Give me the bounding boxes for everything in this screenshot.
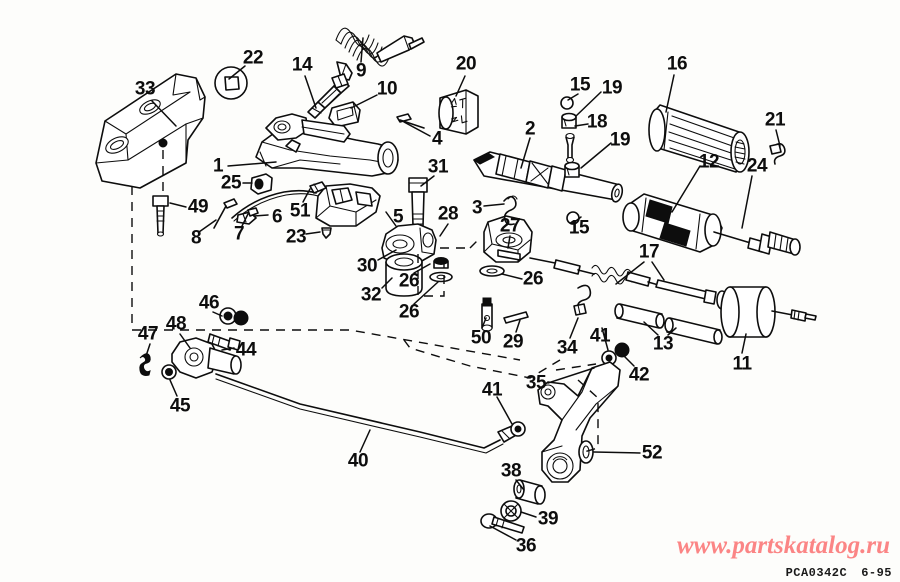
callout-47: 47 <box>137 323 159 345</box>
part-20-knob <box>438 89 479 135</box>
part-41-42-fasteners-right <box>601 342 630 366</box>
figure-code: PCA0342C 6-95 <box>786 566 892 580</box>
part-25-bushing <box>250 173 273 195</box>
part-46-nut <box>219 307 249 326</box>
callout-12: 12 <box>698 151 720 173</box>
callout-20: 20 <box>455 53 477 75</box>
part-51-bracket <box>309 181 381 227</box>
callout-46: 46 <box>198 292 220 314</box>
part-13-tubes <box>614 303 723 345</box>
callout-2: 2 <box>524 118 536 140</box>
callout-26: 26 <box>522 268 544 290</box>
callout-45: 45 <box>169 395 191 417</box>
part-38-bushing <box>513 479 546 505</box>
callout-14: 14 <box>291 54 313 76</box>
part-32-spacer <box>385 253 423 297</box>
callout-40: 40 <box>347 450 369 472</box>
callout-48: 48 <box>165 313 187 335</box>
part-26-washers <box>429 257 505 283</box>
figure-date-value: 6-95 <box>861 566 892 580</box>
callout-11: 11 <box>732 353 752 375</box>
callout-13: 13 <box>652 333 674 355</box>
callout-15: 15 <box>569 74 591 96</box>
callout-26: 26 <box>398 270 420 292</box>
callout-25: 25 <box>220 172 242 194</box>
part-2-throttle-shaft <box>473 151 624 203</box>
part-12-sleeve <box>622 193 723 253</box>
callout-36: 36 <box>515 535 537 557</box>
callout-42: 42 <box>628 364 650 386</box>
reference-lines <box>131 150 599 453</box>
callout-17: 17 <box>638 241 660 263</box>
part-23-screw <box>321 227 332 239</box>
callout-32: 32 <box>360 284 382 306</box>
callout-34: 34 <box>556 337 578 359</box>
callout-44: 44 <box>235 339 257 361</box>
callout-21: 21 <box>764 109 786 131</box>
part-8-pin <box>213 198 238 229</box>
callout-24: 24 <box>746 155 768 177</box>
callout-38: 38 <box>500 460 522 482</box>
callout-10: 10 <box>376 78 398 100</box>
part-16-grip <box>648 104 750 173</box>
part-50-29-pin-key <box>481 297 529 332</box>
part-24-fitting <box>713 231 801 256</box>
part-36-bolt <box>480 513 525 534</box>
part-41-nut-left <box>510 421 526 437</box>
callout-15: 15 <box>568 217 590 239</box>
callout-28: 28 <box>437 203 459 225</box>
part-47-clip <box>139 353 151 376</box>
part-35-bellcrank <box>537 361 621 483</box>
part-48-cable-end <box>171 337 242 379</box>
callout-7: 7 <box>233 223 245 245</box>
callout-35: 35 <box>525 372 547 394</box>
part-11-drum <box>720 286 817 338</box>
callout-5: 5 <box>392 206 404 228</box>
leader-lines <box>145 37 781 541</box>
callout-1: 1 <box>212 155 224 177</box>
callout-39: 39 <box>537 508 559 530</box>
callout-33: 33 <box>134 78 156 100</box>
callout-19: 19 <box>601 77 623 99</box>
callout-27: 27 <box>499 215 521 237</box>
figure-code-value: PCA0342C <box>785 566 848 580</box>
callout-29: 29 <box>502 331 524 353</box>
callout-18: 18 <box>586 111 608 133</box>
callout-52: 52 <box>641 442 663 464</box>
callout-4: 4 <box>431 128 443 150</box>
callout-3: 3 <box>471 197 483 219</box>
part-40-linkage-rod <box>215 373 519 454</box>
part-10-clip <box>328 101 361 128</box>
callout-31: 31 <box>427 156 449 178</box>
callout-9: 9 <box>355 60 367 82</box>
callout-16: 16 <box>666 53 688 75</box>
callout-8: 8 <box>190 227 202 249</box>
part-3-retainer <box>503 195 518 226</box>
site-watermark: www.partskatalog.ru <box>676 532 890 559</box>
part-52-grommet <box>578 440 594 464</box>
callout-51: 51 <box>289 200 311 222</box>
callout-23: 23 <box>285 226 307 248</box>
part-22-bushing <box>214 66 248 100</box>
callout-41: 41 <box>589 325 611 347</box>
callout-19: 19 <box>609 129 631 151</box>
part-1-tiller-handle <box>255 113 399 177</box>
part-9-spring-lanyard <box>331 27 425 89</box>
part-44-stud <box>207 333 241 351</box>
part-34-clip <box>573 284 592 316</box>
callout-49: 49 <box>187 196 209 218</box>
callout-50: 50 <box>470 327 492 349</box>
callout-22: 22 <box>242 47 264 69</box>
part-49-bolt <box>152 195 169 237</box>
callout-26: 26 <box>398 301 420 323</box>
part-45-nut <box>161 364 177 380</box>
part-39-washer <box>500 500 522 522</box>
callout-41: 41 <box>481 379 503 401</box>
callout-30: 30 <box>356 255 378 277</box>
callout-6: 6 <box>271 206 283 228</box>
